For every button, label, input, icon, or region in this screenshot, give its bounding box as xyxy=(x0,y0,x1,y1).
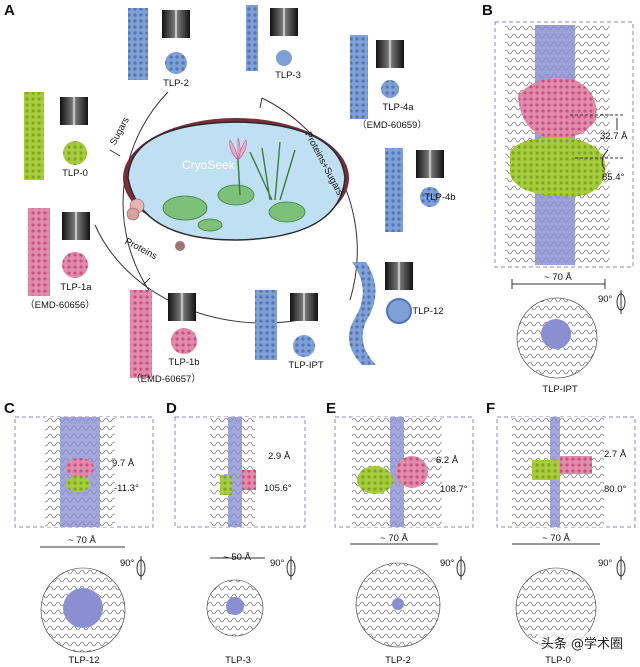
tlp4a-filament xyxy=(350,35,368,119)
tlp1a-top-view xyxy=(62,252,88,278)
pond-title: CryoSeek xyxy=(182,158,235,172)
panel-letter-d: D xyxy=(166,400,177,417)
panel-b-green-density xyxy=(510,137,606,197)
tlp4a-class-average xyxy=(376,40,404,68)
label-tlp0: TLP-0 xyxy=(62,168,88,179)
tlp0-filament xyxy=(24,92,44,180)
panel-d-rise: 2.9 Å xyxy=(268,451,291,462)
tlp12-class-average xyxy=(385,262,413,290)
panel-d xyxy=(174,416,306,637)
panel-f-rise: 2.7 Å xyxy=(604,449,627,460)
tlp3-class-average xyxy=(270,8,298,36)
tlp4b-top-view xyxy=(420,187,440,207)
panel-c-width: ~ 70 Å xyxy=(68,535,96,546)
panel-d-twist: 105.6° xyxy=(264,483,292,494)
panel-c-name: TLP-12 xyxy=(68,655,100,666)
panel-b xyxy=(494,21,634,379)
tlp2-class-average xyxy=(162,10,190,38)
tlp1b-top-view xyxy=(171,328,197,354)
tlp2-top-view xyxy=(165,52,187,74)
tlpipt-class-average xyxy=(290,293,318,321)
panel-e-name: TLP-2 xyxy=(385,655,411,666)
tlp12-filament xyxy=(348,262,376,365)
panel-d-rotation: 90° xyxy=(270,558,285,569)
tlp1b-class-average xyxy=(168,293,196,321)
panel-b-twist: 85.4° xyxy=(602,172,625,183)
panel-d-width: ~ 50 Å xyxy=(223,552,251,563)
panel-e-rotation: 90° xyxy=(440,558,455,569)
tlp3-filament xyxy=(246,5,258,71)
tlp0-class-average xyxy=(60,97,88,125)
panel-letter-c: C xyxy=(4,400,15,417)
panel-b-rotation: 90° xyxy=(598,294,613,305)
cryoseek-pond xyxy=(123,118,349,251)
label-tlp12: TLP-12 xyxy=(412,306,444,317)
label-tlp1a: TLP-1a xyxy=(60,282,92,293)
label-tlp2: TLP-2 xyxy=(163,78,189,89)
label-tlp4b: TLP-4b xyxy=(424,192,456,203)
rotation-icon xyxy=(136,556,146,580)
tlpipt-filament xyxy=(255,290,277,360)
panel-letter-a: A xyxy=(4,2,15,19)
rotation-icon xyxy=(616,556,626,580)
tlpipt-top-view xyxy=(293,335,315,357)
panel-e-twist: 108.7° xyxy=(440,484,468,495)
panel-b-name: TLP-IPT xyxy=(542,384,578,395)
panel-b-width: ~ 70 Å xyxy=(544,272,572,283)
panel-c xyxy=(14,416,154,653)
label-tlp1b-emd: （EMD-60657） xyxy=(131,374,201,385)
watermark: 头条 @学术圈 xyxy=(537,632,626,653)
panel-f-name: TLP-0 xyxy=(545,655,571,666)
tlp12-top-view xyxy=(386,298,412,324)
panel-c-twist: -11.3° xyxy=(114,483,139,494)
label-tlpipt: TLP-IPT xyxy=(288,360,324,371)
label-tlp4a-emd: （EMD-60659） xyxy=(357,120,427,131)
panel-a xyxy=(24,5,444,378)
tlp1a-class-average xyxy=(62,212,90,240)
panel-letter-b: B xyxy=(482,2,493,19)
label-tlp3: TLP-3 xyxy=(275,70,301,81)
tlp0-top-view xyxy=(63,141,87,165)
panel-f-twist: 80.0° xyxy=(604,484,627,495)
panel-letter-e: E xyxy=(326,400,337,417)
category-arc-left xyxy=(122,91,169,293)
panel-f-rotation: 90° xyxy=(598,558,613,569)
panel-e-rise: 6.2 Å xyxy=(436,455,459,466)
panel-f xyxy=(496,416,636,649)
tlp2-filament xyxy=(128,8,148,80)
panel-e-width: ~ 70 Å xyxy=(380,533,408,544)
lotus-stem xyxy=(237,159,241,196)
label-tlp4a: TLP-4a xyxy=(382,102,414,113)
panel-d-name: TLP-3 xyxy=(225,655,251,666)
panel-letter-f: F xyxy=(486,400,496,417)
panel-c-rise: 9.7 Å xyxy=(112,458,135,469)
tlp4a-top-view xyxy=(381,80,399,98)
tlp4b-class-average xyxy=(416,150,444,178)
tlp1a-filament xyxy=(28,208,50,296)
tlp4b-filament xyxy=(385,148,403,232)
label-tlp1b: TLP-1b xyxy=(168,357,200,368)
panel-b-rise: 32.7 Å xyxy=(600,131,628,142)
label-tlp1a-emd: （EMD-60656） xyxy=(25,300,95,311)
panel-e xyxy=(334,416,474,648)
panel-c-rotation: 90° xyxy=(120,558,135,569)
rotation-icon xyxy=(616,290,626,314)
lotus-flower xyxy=(229,137,247,161)
tlp3-top-view xyxy=(276,50,292,66)
rotation-icon xyxy=(456,556,466,580)
rotation-icon xyxy=(286,556,296,580)
tlp1b-filament xyxy=(130,290,152,378)
panel-b-pink-density xyxy=(518,77,597,139)
panel-f-width: ~ 70 Å xyxy=(542,533,570,544)
panel-b-box xyxy=(494,21,634,268)
